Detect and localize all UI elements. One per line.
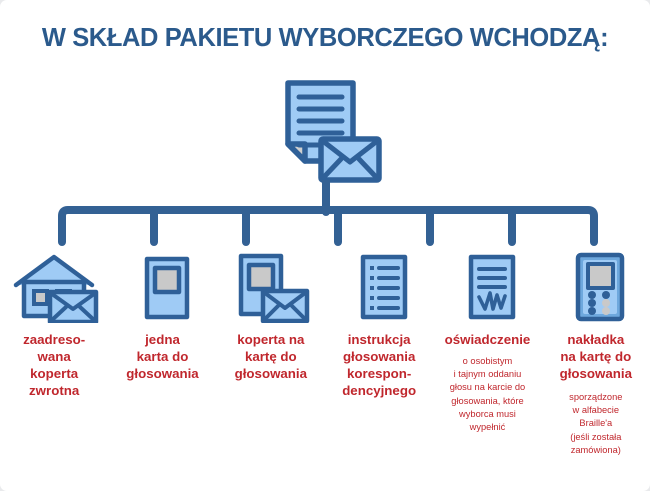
connector-bracket bbox=[50, 176, 606, 248]
document-with-envelope-icon bbox=[277, 78, 387, 183]
item-label: oświadczenie bbox=[444, 332, 531, 347]
ballot-card-icon bbox=[116, 245, 208, 323]
ballot-card-with-envelope-icon bbox=[225, 245, 317, 323]
page-title: W SKŁAD PAKIETU WYBORCZEGO WCHODZĄ: bbox=[41, 24, 609, 52]
instruction-list-document-icon bbox=[333, 245, 425, 323]
house-with-envelope-icon bbox=[8, 245, 100, 323]
signed-declaration-icon bbox=[441, 245, 533, 323]
braille-overlay-icon bbox=[550, 245, 642, 323]
